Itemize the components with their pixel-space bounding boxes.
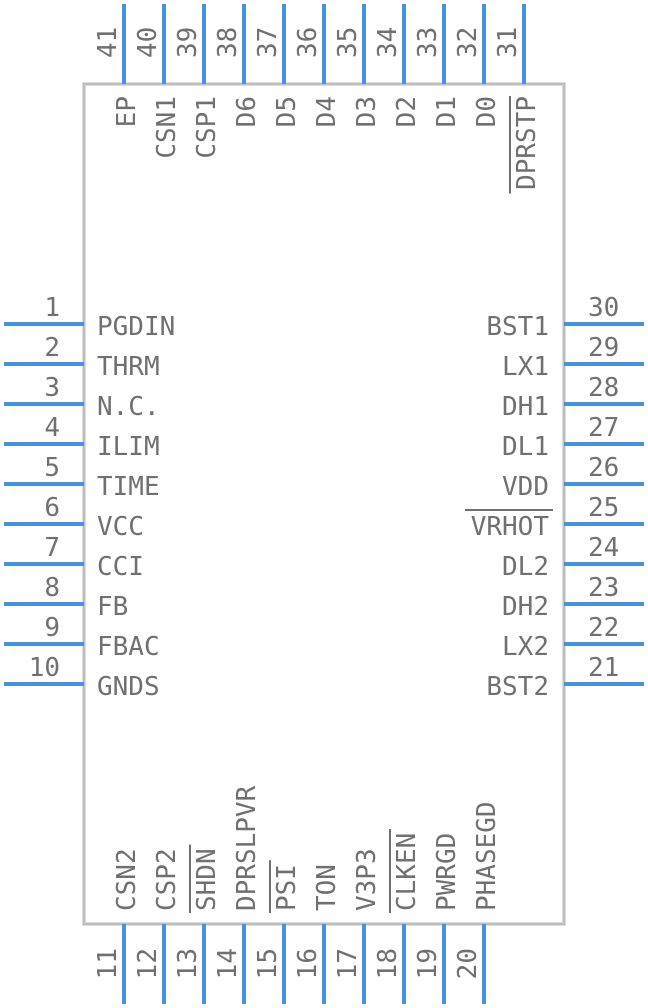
pin-31-label: DPRSTP — [512, 96, 542, 190]
pin-32-number: 32 — [453, 27, 483, 58]
pin-28-number: 28 — [588, 373, 619, 403]
pin-18-number: 18 — [373, 948, 403, 979]
pin-39-label: CSP1 — [192, 96, 222, 159]
pin-27-number: 27 — [588, 413, 619, 443]
pin-16-number: 16 — [293, 948, 323, 979]
pin-23-label: DH2 — [502, 592, 549, 622]
pin-2-number: 2 — [44, 333, 60, 363]
pin-9-number: 9 — [44, 613, 60, 643]
pin-10-number: 10 — [29, 653, 60, 683]
pin-17-label: V3P3 — [352, 848, 382, 911]
pin-28-label: DH1 — [502, 392, 549, 422]
pin-16-label: TON — [312, 864, 342, 911]
pin-26-number: 26 — [588, 453, 619, 483]
pin-6-label: VCC — [97, 512, 144, 542]
pin-25-number: 25 — [588, 493, 619, 523]
pin-5-number: 5 — [44, 453, 60, 483]
pin-27-label: DL1 — [502, 432, 549, 462]
pin-37-label: D5 — [272, 96, 302, 127]
pin-38-label: D6 — [232, 96, 262, 127]
pin-11-label: CSN2 — [112, 848, 142, 911]
pin-29-number: 29 — [588, 333, 619, 363]
pin-29-label: LX1 — [502, 352, 549, 382]
pin-1-number: 1 — [44, 293, 60, 323]
pin-24-label: DL2 — [502, 552, 549, 582]
pin-5-label: TIME — [97, 472, 160, 502]
pin-37-number: 37 — [253, 27, 283, 58]
pin-21-label: BST2 — [486, 672, 549, 702]
pin-10-label: GNDS — [97, 672, 160, 702]
pin-33-label: D1 — [432, 96, 462, 127]
pin-11-number: 11 — [93, 948, 123, 979]
pin-14-number: 14 — [213, 948, 243, 979]
pin-30-label: BST1 — [486, 312, 549, 342]
pin-36-number: 36 — [293, 27, 323, 58]
pin-6-number: 6 — [44, 493, 60, 523]
pin-32-label: D0 — [472, 96, 502, 127]
pin-23-number: 23 — [588, 573, 619, 603]
pin-24-number: 24 — [588, 533, 619, 563]
pin-7-label: CCI — [97, 552, 144, 582]
pin-41-number: 41 — [93, 27, 123, 58]
pin-36-label: D4 — [312, 96, 342, 127]
pin-4-number: 4 — [44, 413, 60, 443]
pin-8-label: FB — [97, 592, 128, 622]
pin-13-number: 13 — [173, 948, 203, 979]
pin-25-label: VRHOT — [471, 512, 550, 542]
pin-38-number: 38 — [213, 27, 243, 58]
pin-9-label: FBAC — [97, 632, 160, 662]
pin-35-number: 35 — [333, 27, 363, 58]
pin-12-number: 12 — [133, 948, 163, 979]
pin-3-label: N.C. — [97, 392, 160, 422]
pin-35-label: D3 — [352, 96, 382, 127]
pin-31-number: 31 — [493, 27, 523, 58]
pin-4-label: ILIM — [97, 432, 160, 462]
pin-13-label: SHDN — [192, 848, 222, 911]
pin-17-number: 17 — [333, 948, 363, 979]
pin-20-label: PHASEGD — [472, 801, 502, 911]
pin-14-label: DPRSLPVR — [232, 785, 262, 911]
pin-33-number: 33 — [413, 27, 443, 58]
pin-41-label: EP — [112, 96, 142, 127]
pin-1-label: PGDIN — [97, 312, 175, 342]
pin-7-number: 7 — [44, 533, 60, 563]
pin-2-label: THRM — [97, 352, 160, 382]
pin-22-label: LX2 — [502, 632, 549, 662]
pin-8-number: 8 — [44, 573, 60, 603]
pin-22-number: 22 — [588, 613, 619, 643]
pin-34-label: D2 — [392, 96, 422, 127]
pin-34-number: 34 — [373, 27, 403, 58]
pin-40-label: CSN1 — [152, 96, 182, 159]
pin-3-number: 3 — [44, 373, 60, 403]
pin-19-number: 19 — [413, 948, 443, 979]
pin-21-number: 21 — [588, 653, 619, 683]
pin-12-label: CSP2 — [152, 848, 182, 911]
pin-15-number: 15 — [253, 948, 283, 979]
ic-body — [82, 82, 566, 926]
pin-19-label: PWRGD — [432, 833, 462, 911]
pin-18-label: CLKEN — [392, 833, 422, 911]
pin-15-label: PSI — [272, 864, 302, 911]
pin-40-number: 40 — [133, 27, 163, 58]
pin-39-number: 39 — [173, 27, 203, 58]
pin-26-label: VDD — [502, 472, 549, 502]
pin-30-number: 30 — [588, 293, 619, 323]
pin-20-number: 20 — [453, 948, 483, 979]
